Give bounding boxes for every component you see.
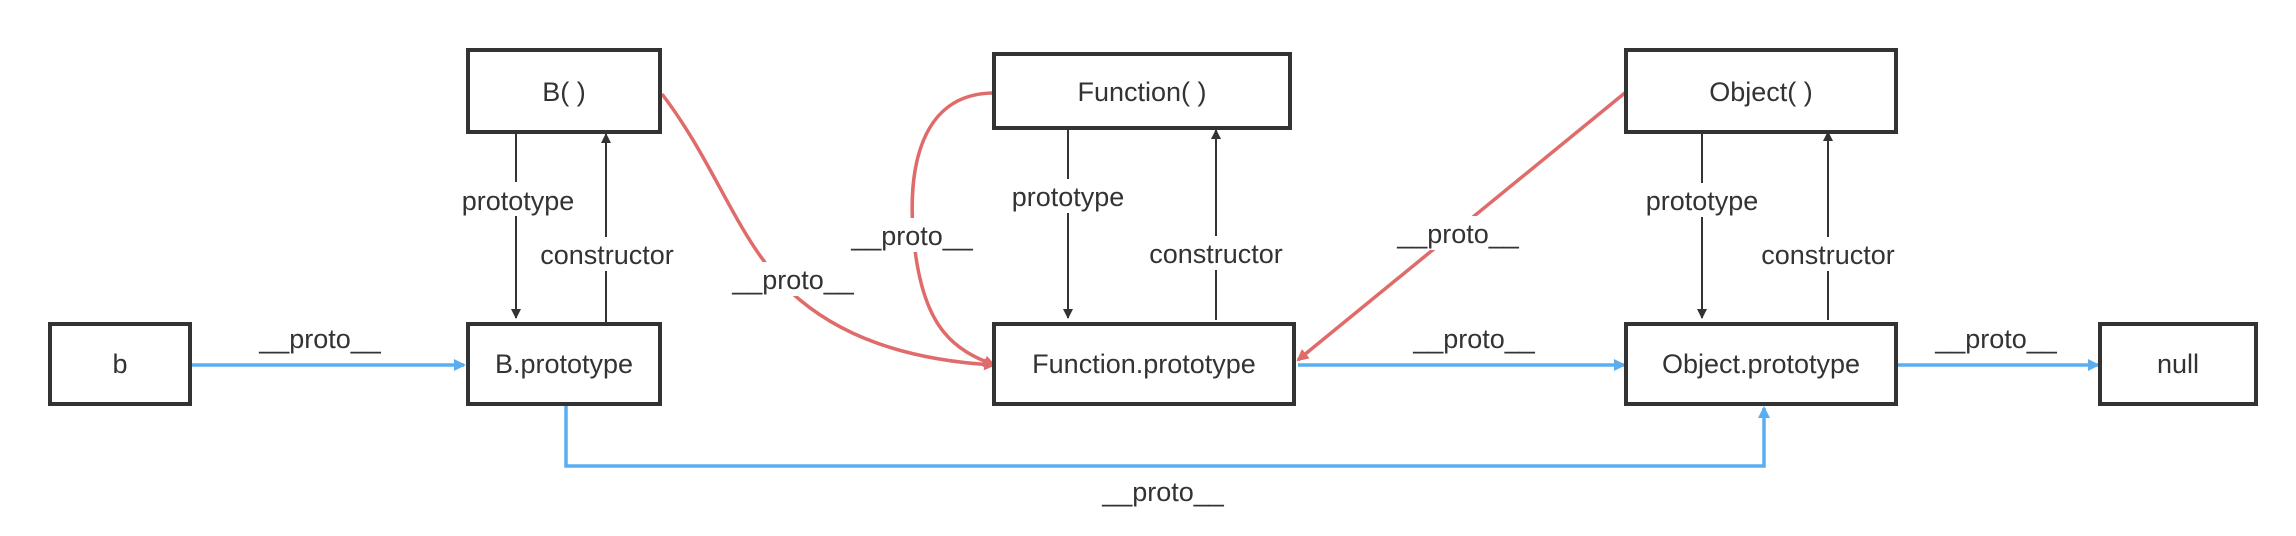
label-B-prototype: prototype [452, 182, 582, 216]
label-Function-prototype: prototype [1004, 179, 1134, 213]
label-B-constructor: constructor [534, 237, 682, 271]
svg-text:B( ): B( ) [542, 77, 586, 107]
node-Object-prototype: Object.prototype [1624, 322, 1898, 406]
node-Object-constructor: Object( ) [1624, 48, 1898, 134]
label-Object-constructor: constructor [1754, 237, 1902, 271]
label-Object-proto: __proto__ [1396, 216, 1520, 250]
label-Object-prototype: prototype [1638, 183, 1768, 217]
svg-text:constructor: constructor [1761, 240, 1895, 270]
svg-text:__proto__: __proto__ [850, 221, 974, 251]
label-B-proto: __proto__ [731, 262, 855, 296]
svg-text:__proto__: __proto__ [731, 265, 855, 295]
svg-text:Object.prototype: Object.prototype [1662, 349, 1860, 379]
svg-text:b: b [112, 349, 127, 379]
label-b-proto: __proto__ [258, 324, 382, 354]
svg-text:__proto__: __proto__ [1934, 324, 2058, 354]
label-Function-constructor: constructor [1142, 236, 1290, 270]
svg-text:Object( ): Object( ) [1709, 77, 1813, 107]
svg-text:__proto__: __proto__ [1412, 324, 1536, 354]
label-Fp-proto: __proto__ [1412, 324, 1536, 354]
svg-text:Function( ): Function( ) [1077, 77, 1206, 107]
svg-text:prototype: prototype [1012, 182, 1125, 212]
svg-text:constructor: constructor [540, 240, 674, 270]
svg-text:Function.prototype: Function.prototype [1032, 349, 1256, 379]
node-b: b [48, 322, 192, 406]
svg-text:__proto__: __proto__ [1101, 477, 1225, 507]
label-Function-proto: __proto__ [850, 218, 974, 252]
node-Function-constructor: Function( ) [992, 52, 1292, 130]
label-Op-proto: __proto__ [1934, 324, 2058, 354]
node-B-constructor: B( ) [466, 48, 662, 134]
node-Function-prototype: Function.prototype [992, 322, 1296, 406]
svg-text:__proto__: __proto__ [1396, 219, 1520, 249]
label-Bp-proto: __proto__ [1101, 477, 1225, 507]
edge-Bp-proto [564, 406, 1770, 468]
svg-text:null: null [2157, 349, 2199, 379]
svg-text:B.prototype: B.prototype [495, 349, 633, 379]
svg-text:prototype: prototype [1646, 186, 1759, 216]
svg-text:__proto__: __proto__ [258, 324, 382, 354]
edge-B-proto [660, 92, 996, 371]
node-B-prototype: B.prototype [466, 322, 662, 406]
svg-text:prototype: prototype [462, 186, 575, 216]
node-null: null [2098, 322, 2258, 406]
svg-text:constructor: constructor [1149, 239, 1283, 269]
